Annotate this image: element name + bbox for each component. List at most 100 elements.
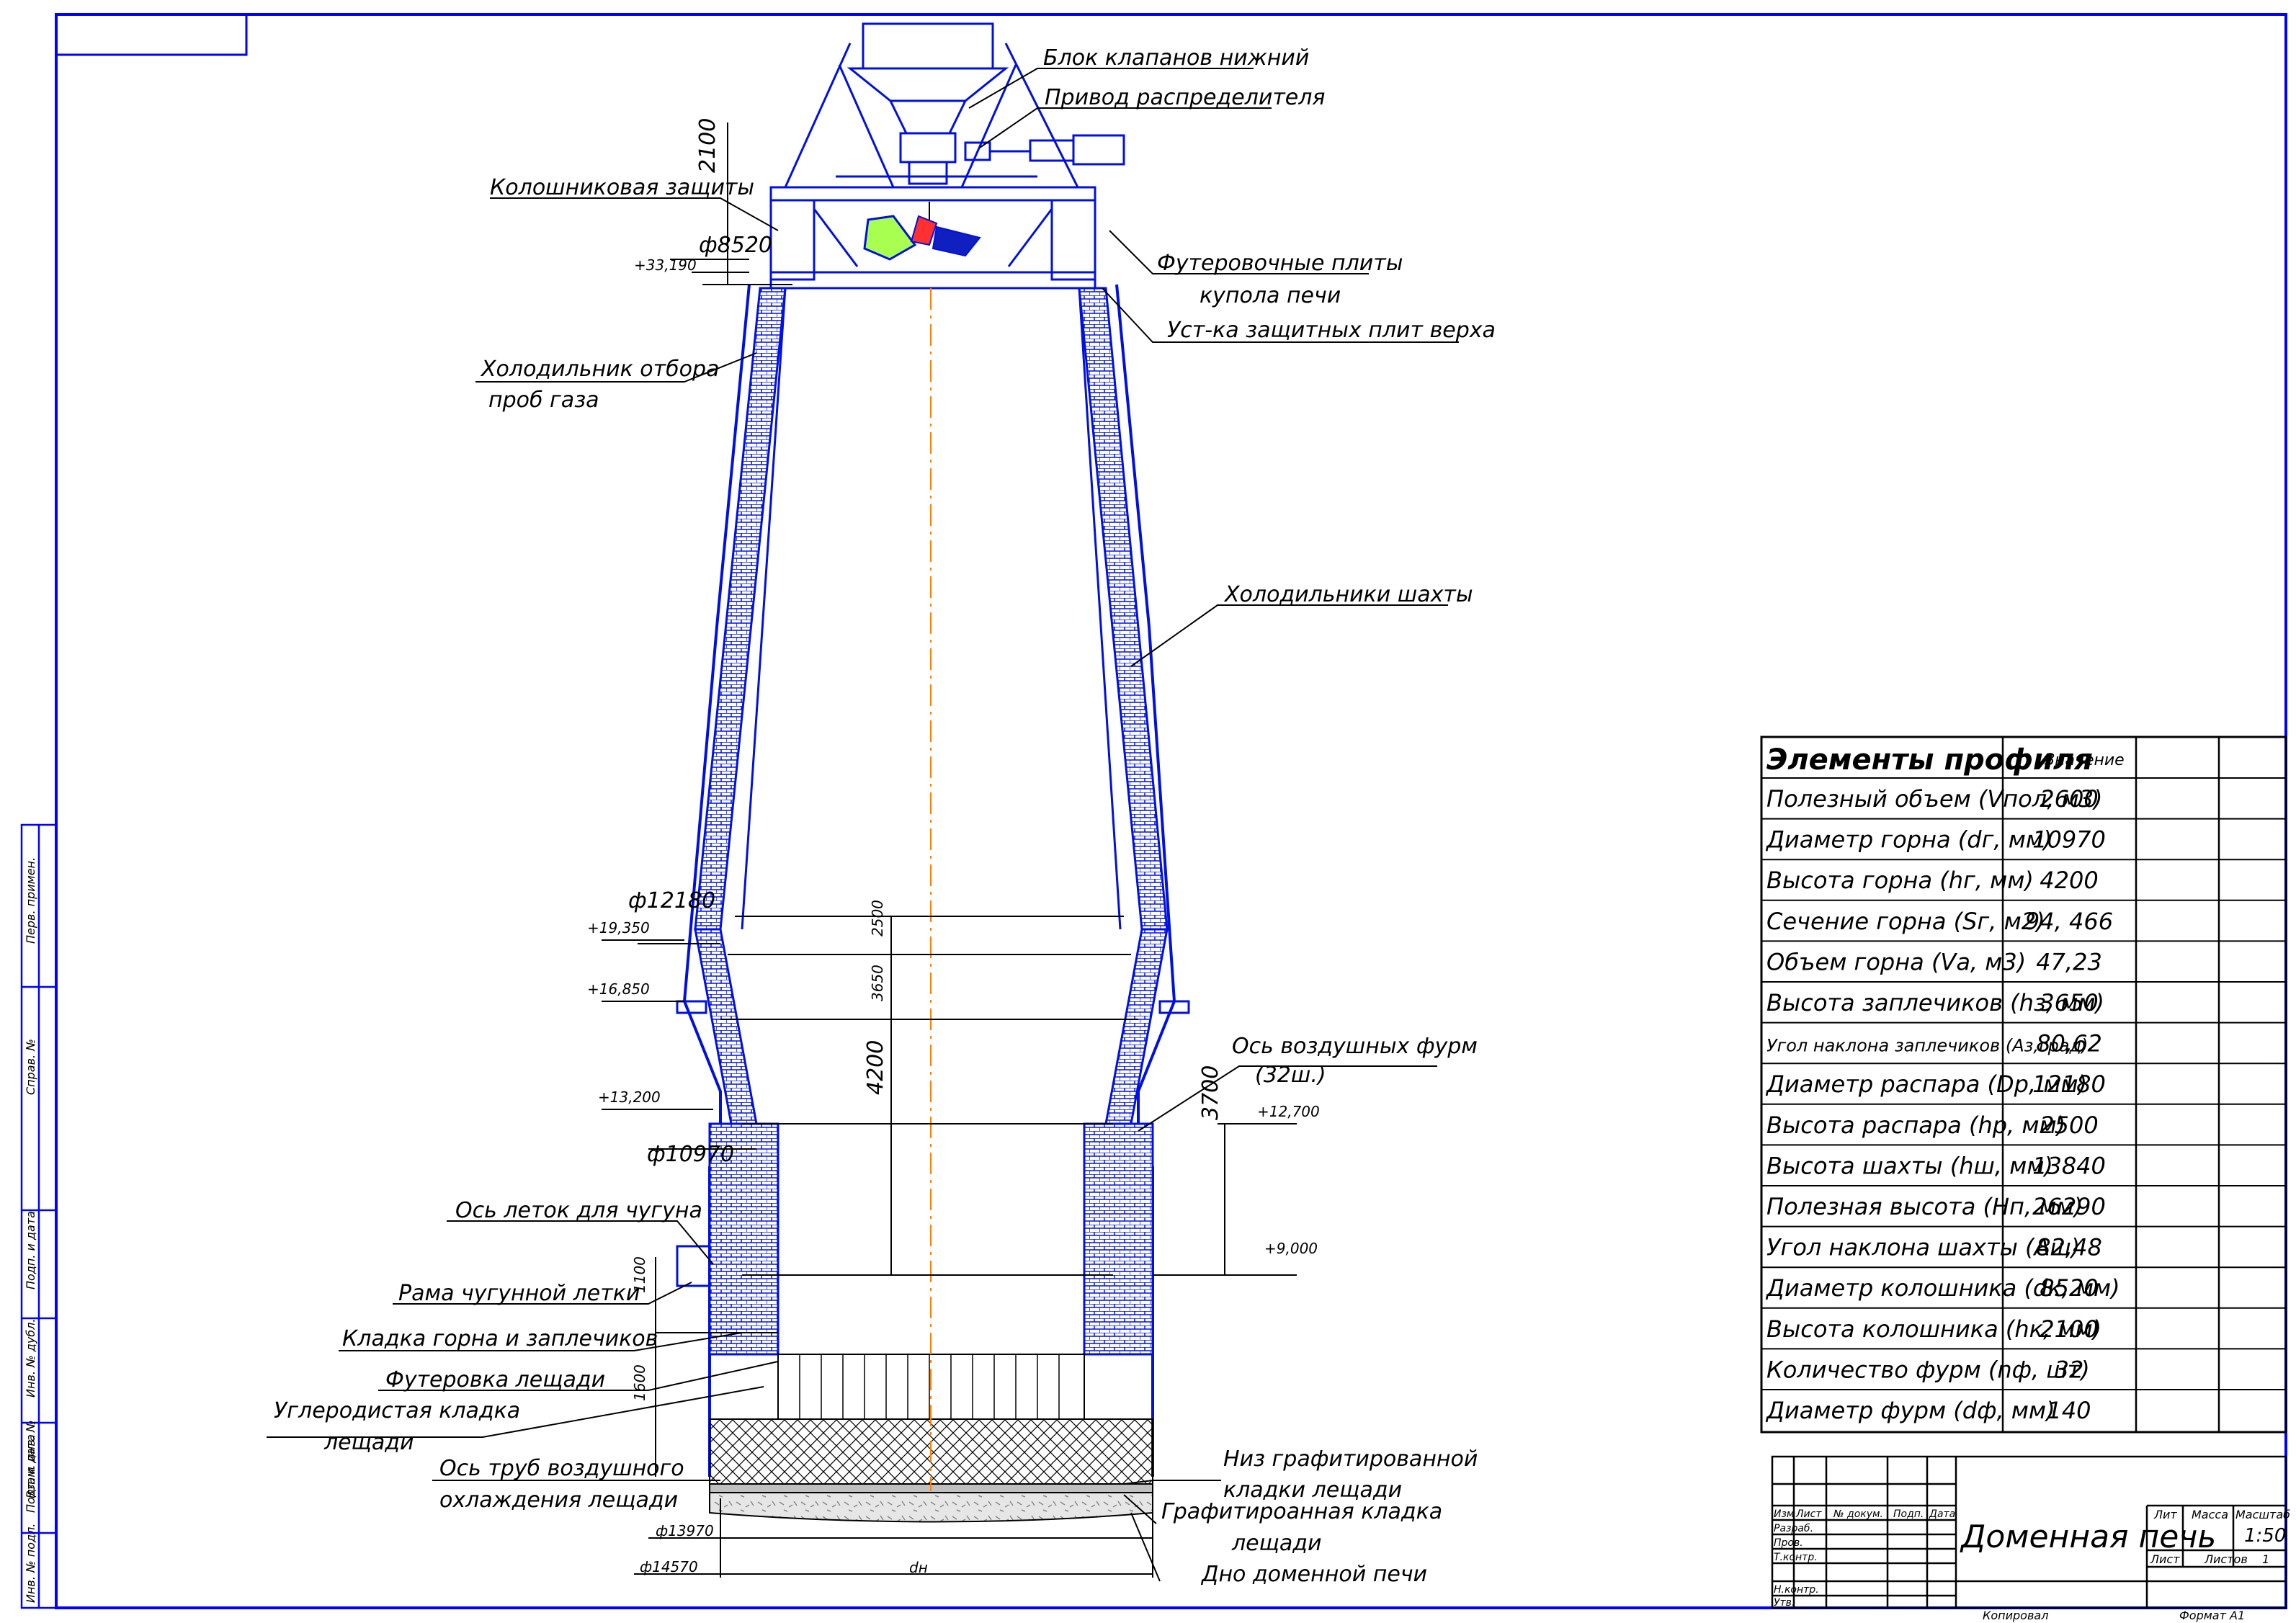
table-row-value: 2100 (2040, 1315, 2098, 1343)
tb-izm: Изм (1774, 1508, 1795, 1520)
table-row-value: 3650 (2040, 989, 2098, 1016)
dim-el-33190: +33,190 (634, 256, 697, 274)
label-cooling-pipes-1: Ось труб воздушного (439, 1456, 684, 1481)
label-dome-plates-2: купола печи (1200, 283, 1341, 308)
side-vzam: Взам. инв. № (24, 1420, 37, 1498)
label-carbon-masonry-1: Углеродистая кладка (274, 1398, 520, 1423)
table-row-name: Количество фурм (nф, шт) (1766, 1356, 2090, 1383)
title-block-title: Доменная печь (1960, 1519, 2216, 1555)
dim-1100: 1100 (631, 1256, 648, 1293)
tb-scale: 1:50 (2244, 1525, 2286, 1547)
dim-1600: 1600 (631, 1364, 648, 1401)
tb-format-val: А1 (2229, 1609, 2245, 1622)
label-distributor-drive: Привод распределителя (1045, 85, 1325, 110)
label-graphite-masonry-2: лещади (1231, 1531, 1322, 1556)
dim-4200: 4200 (863, 1040, 888, 1095)
table-row-name: Объем горна (Vа, м3) (1766, 948, 2026, 975)
dim-3650: 3650 (869, 965, 886, 1001)
table-row-value: 8520 (2040, 1274, 2098, 1302)
parameters-table: Элементы профиля Значение Полезный объем… (1760, 736, 2287, 1434)
tb-tkontr: Т.контр. (1774, 1552, 1818, 1563)
side-stamp (20, 823, 58, 1609)
label-taphole-axis: Ось леток для чугуна (455, 1198, 702, 1223)
tb-mass: Масса (2192, 1508, 2228, 1521)
label-graphite-bottom-2: кладки лещади (1223, 1477, 1402, 1503)
tb-sheets: Листов (2204, 1552, 2248, 1566)
table-row-value: 47,23 (2036, 948, 2102, 975)
table-row-name: Полезный объем (Vпол, м3) (1766, 785, 2103, 813)
table-row-name: Полезная высота (Нп, мм) (1766, 1193, 2083, 1220)
table-row-value: 13840 (2032, 1152, 2106, 1179)
table-row-name: Высота распара (hр, мм) (1766, 1112, 2065, 1139)
dim-el-13200: +13,200 (598, 1088, 661, 1106)
dim-d10970: ф10970 (647, 1142, 734, 1167)
tb-lit: Лит (2153, 1508, 2177, 1521)
table-row-name: Высота шахты (hш, мм) (1766, 1152, 2053, 1179)
table-row-name: Высота заплечиков (hз, мм) (1766, 989, 2104, 1016)
dim-el-16850: +16,850 (587, 980, 650, 998)
tb-format: Формат (2179, 1609, 2227, 1622)
tb-doc: № докум. (1833, 1508, 1883, 1520)
tb-list: Лист (1795, 1508, 1822, 1520)
tb-sign: Подп. (1893, 1508, 1924, 1520)
tb-sheet: Лист (2150, 1552, 2180, 1566)
table-row-name: Диаметр колошника (dк, мм) (1765, 1274, 2120, 1302)
table-row-value: 12180 (2032, 1070, 2106, 1098)
table-row-name: Угол наклона заплечиков (Аз,град) (1766, 1036, 2089, 1056)
tb-nkontr: Н.контр. (1774, 1584, 1819, 1596)
table-row-value: 4200 (2040, 867, 2098, 894)
dim-2500: 2500 (869, 900, 886, 936)
side-podp2: Подп. и дата (24, 1434, 37, 1513)
dim-d12180: ф12180 (628, 888, 715, 913)
label-bottom-lining: Футеровка лещади (385, 1367, 605, 1392)
label-graphite-bottom-1: Низ графитированной (1223, 1447, 1478, 1472)
table-row-name: Диаметр фурм (dф, мм) (1765, 1397, 2055, 1424)
label-gas-cooler-1: Холодильник отбора (480, 357, 719, 382)
dim-el-9000: +9,000 (1264, 1240, 1318, 1257)
table-row-value: 2600 (2040, 785, 2098, 813)
tb-utv: Утв. (1774, 1597, 1795, 1609)
tb-sheets-val: 1 (2262, 1552, 2269, 1566)
tb-date: Дата (1929, 1508, 1955, 1520)
table-row-name: Высота горна (hг, мм) (1766, 867, 2034, 894)
table-row-value: 10970 (2032, 826, 2106, 854)
label-furnace-bottom: Дно доменной печи (1200, 1562, 1427, 1587)
label-shaft-coolers: Холодильники шахты (1223, 582, 1473, 607)
side-perv: Перв. примен. (24, 857, 37, 944)
dim-d13970: ф13970 (656, 1522, 714, 1539)
label-tuyere-axis-2: (32ш.) (1255, 1063, 1326, 1088)
top-structure (769, 22, 1125, 290)
label-valve-block: Блок клапанов нижний (1043, 45, 1309, 71)
label-graphite-masonry-1: Графитироанная кладка (1161, 1499, 1442, 1524)
distributor-chute (863, 202, 981, 261)
dim-2100: 2100 (695, 118, 720, 173)
table-row-name: Угол наклона шахты (Аш) (1766, 1234, 2080, 1261)
table-header: Элементы профиля (1766, 743, 2093, 777)
dim-el-19350: +19,350 (587, 919, 650, 936)
corner-stamp (55, 13, 248, 56)
table-row-value: 26290 (2032, 1193, 2106, 1220)
table-value-header: Значение (2045, 751, 2125, 769)
title-block (1771, 1455, 2287, 1609)
label-cooling-pipes-2: охлаждения лещади (439, 1488, 678, 1513)
label-tuyere-axis-1: Ось воздушных фурм (1232, 1034, 1478, 1059)
label-taphole-frame: Рама чугунной летки (398, 1281, 640, 1306)
label-carbon-masonry-2: лещади (323, 1430, 414, 1455)
table-row-value: 80,62 (2036, 1030, 2102, 1058)
side-podp1: Подп. и дата (24, 1211, 37, 1289)
tb-copied: Копировал (1983, 1609, 2048, 1622)
table-row-value: 32 (2055, 1356, 2084, 1383)
dim-d8520: ф8520 (699, 233, 772, 258)
table-row-value: 140 (2047, 1397, 2091, 1424)
label-top-plates: Уст-ка защитных плит верха (1167, 318, 1496, 343)
table-row-name: Высота колошника (hк, мм) (1766, 1315, 2101, 1343)
leader-lines (267, 68, 1459, 1582)
table-row-value: 82,48 (2036, 1234, 2102, 1261)
table-row-value: 2500 (2040, 1112, 2098, 1139)
dim-el-12700: +12,700 (1257, 1103, 1320, 1120)
label-hearth-masonry: Кладка горна и заплечиков (342, 1326, 658, 1351)
dim-d14570: ф14570 (640, 1558, 698, 1575)
furnace-body (676, 284, 1190, 1523)
side-sprav: Справ. № (24, 1039, 37, 1095)
